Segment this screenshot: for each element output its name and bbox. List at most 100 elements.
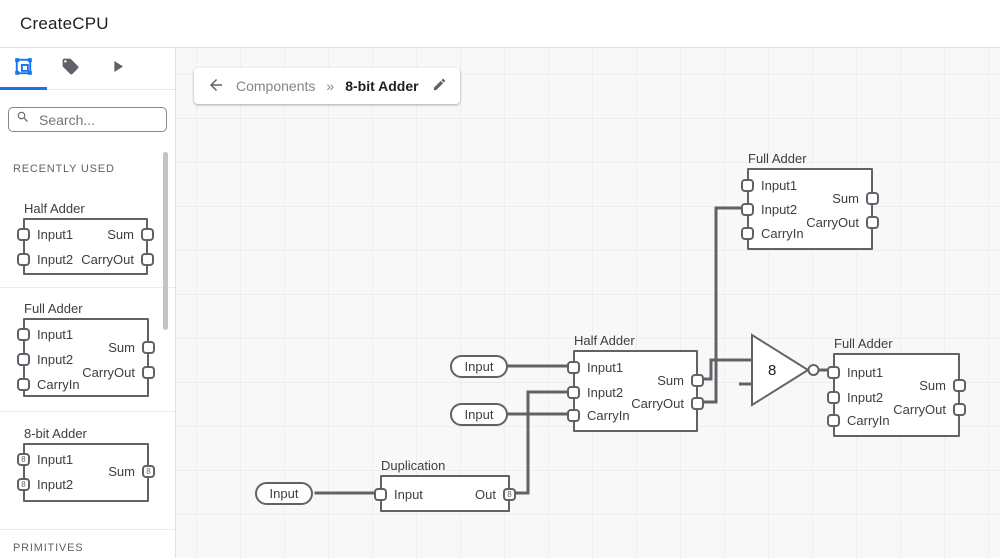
port-label: CarryIn [761,226,804,241]
port-input2[interactable] [827,391,840,404]
active-tab-indicator [0,87,47,90]
gate-width-label: 8 [768,362,776,379]
input-pin[interactable]: Input [450,355,508,378]
port [142,341,155,354]
port-label: Sum [108,340,135,355]
port-label: Input1 [37,327,74,342]
component-frame-icon [14,57,33,81]
port [141,228,154,241]
node-title: Full Adder [748,151,807,166]
tab-components[interactable] [0,48,47,89]
port-label: Input1 [37,452,74,467]
input-pin[interactable]: Input [255,482,313,505]
arrow-left-icon [207,76,225,97]
port-carryin[interactable] [741,227,754,240]
port-carryin[interactable] [827,414,840,427]
port [17,328,30,341]
breadcrumb-parent[interactable]: Components [236,78,316,94]
port-label: Input1 [587,360,624,375]
port-label: CarryIn [37,377,80,392]
port-input1[interactable] [741,179,754,192]
section-recently-used: RECENTLY USED [13,163,115,175]
component-title: Half Adder [24,201,85,216]
port [141,253,154,266]
sidebar-component-8bit-adder[interactable]: 8-bit Adder 8 8 8 Input1 Input2 Sum [17,426,155,502]
port-label: CarryOut [631,396,684,411]
component-sidebar: RECENTLY USED Half Adder Input1 Input2 S… [0,48,176,558]
port-label: CarryIn [587,408,630,423]
port-carryin[interactable] [567,409,580,422]
node-half-adder[interactable]: Half Adder Input1 Input2 CarryIn Sum Car… [567,333,704,432]
port-carryout[interactable] [953,403,966,416]
port-input2[interactable] [567,386,580,399]
port-label: CarryOut [893,402,946,417]
port: 8 [17,478,30,491]
port-label: CarryIn [847,413,890,428]
back-button[interactable] [207,76,225,97]
port: 8 [142,465,155,478]
port-input1[interactable] [567,361,580,374]
port-input2[interactable] [741,203,754,216]
port [17,228,30,241]
breadcrumb-current: 8-bit Adder [345,78,419,94]
port-label: Sum [919,378,946,393]
search-box[interactable] [8,107,167,132]
port-label: CarryOut [806,215,859,230]
gate-triangle[interactable] [751,333,810,407]
pencil-icon [432,77,447,95]
port-sum[interactable] [691,374,704,387]
circuit-canvas[interactable]: 8 Full Adder Input1 Input2 CarryIn Sum C… [176,48,1000,558]
rename-button[interactable] [432,77,447,95]
search-input[interactable] [37,110,159,129]
port [17,253,30,266]
wire[interactable] [697,206,748,404]
gate-node[interactable]: 8 [734,328,839,413]
node-title: Duplication [381,458,446,473]
input-pin[interactable]: Input [450,403,508,426]
sidebar-tabs [0,48,175,90]
sidebar-scrollbar[interactable] [163,152,168,330]
sidebar-component-full-adder[interactable]: Full Adder Input1 Input2 CarryIn Sum Car… [17,301,155,397]
wire[interactable] [509,390,575,495]
port-sum[interactable] [953,379,966,392]
port-label: Input1 [847,365,884,380]
wire[interactable] [697,358,754,381]
port-label: Input2 [847,390,884,405]
port-input1[interactable] [827,366,840,379]
tab-tags[interactable] [47,48,94,89]
port-label: Input2 [37,352,74,367]
sidebar-component-half-adder[interactable]: Half Adder Input1 Input2 Sum CarryOut [17,201,154,275]
port-input[interactable] [374,488,387,501]
breadcrumb-separator: » [326,78,335,94]
tab-simulate[interactable] [94,48,141,89]
gate-bubble[interactable] [807,364,820,376]
port-carryout[interactable] [866,216,879,229]
port-label: Sum [832,191,859,206]
node-full-adder-right[interactable]: Full Adder Input1 Input2 CarryIn Sum Car… [827,336,966,437]
play-icon [108,57,127,81]
search-icon [16,110,30,129]
port-label: Sum [108,464,135,479]
input-pin-label: Input [464,407,494,422]
node-full-adder-top[interactable]: Full Adder Input1 Input2 CarryIn Sum Car… [741,151,879,250]
divider [0,287,175,288]
port: 8 [17,453,30,466]
port-label: Input2 [587,385,624,400]
port-label: Input1 [761,178,798,193]
port-label: Out [475,487,496,502]
port-carryout[interactable] [691,397,704,410]
port-label: CarryOut [82,365,135,380]
node-duplication[interactable]: Duplication 8 Input Out [374,458,516,512]
port [17,378,30,391]
port [17,353,30,366]
section-primitives: PRIMITIVES [13,542,84,554]
wire-layer [314,206,834,495]
port-label: Sum [107,227,134,242]
divider [0,529,175,530]
breadcrumb: Components » 8-bit Adder [194,68,460,104]
port-label: CarryOut [81,252,134,267]
port [142,366,155,379]
port-sum[interactable] [866,192,879,205]
port-label: Sum [657,373,684,388]
port-out[interactable]: 8 [503,488,516,501]
